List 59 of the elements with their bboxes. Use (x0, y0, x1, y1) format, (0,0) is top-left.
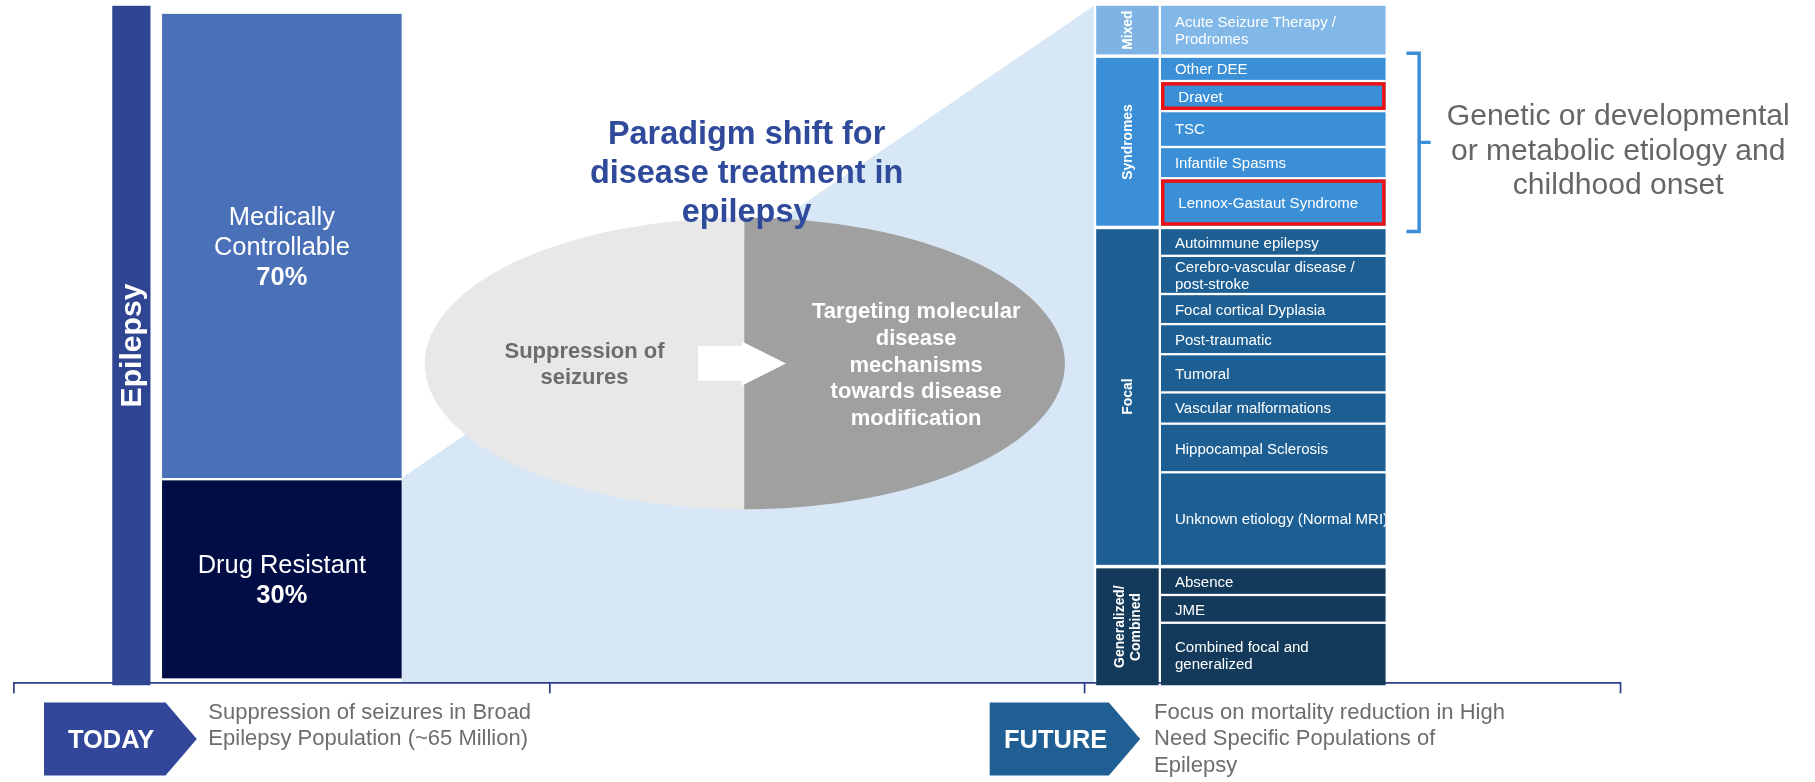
percentage: 70% (255, 261, 309, 292)
category-box (1096, 568, 1159, 686)
ellipse-text: Suppression of seizures (503, 337, 666, 391)
item-label: TSC (1174, 120, 1206, 138)
title: Paradigm shift for disease treatment in epilepsy (588, 113, 905, 232)
item-label: Autoimmune epilepsy (1174, 233, 1320, 251)
percentage: 30% (255, 579, 309, 610)
item-label: Dravet (1178, 87, 1224, 105)
item-label: JME (1174, 600, 1206, 618)
item-label: Hippocampal Sclerosis (1174, 439, 1329, 457)
ellipse-text: Targeting molecular disease mechanisms towards disease modification (810, 297, 1022, 430)
category-item (1161, 623, 1386, 686)
item-label: Tumoral (1174, 364, 1231, 382)
category-label: Syndromes (1119, 103, 1136, 180)
category-item (1161, 473, 1386, 565)
item-label: Focal cortical Dyplasia (1174, 300, 1327, 318)
item-label: Acute Seizure Therapy / Prodromes (1174, 12, 1338, 48)
category-box (1096, 57, 1159, 226)
item-label: Lennox-Gastaut Syndrome (1178, 193, 1360, 212)
category-item (1161, 57, 1386, 80)
category-item (1161, 148, 1386, 178)
segment-label: Medically Controllable (212, 200, 351, 261)
item-label: Absence (1174, 572, 1235, 590)
bar-segment (162, 480, 402, 679)
item-label: Unknown etiology (Normal MRI) (1174, 510, 1390, 528)
arrow (698, 341, 786, 386)
category-item (1161, 568, 1386, 594)
category-item (1161, 5, 1386, 55)
bar-segment (162, 13, 402, 479)
category-item (1161, 112, 1386, 146)
item-label: Vascular malformations (1174, 399, 1332, 417)
item-label: Infantile Spasms (1174, 153, 1288, 172)
item-label: Other DEE (1174, 60, 1249, 78)
category-item (1161, 596, 1386, 622)
category-item (1161, 82, 1386, 110)
category-item (1161, 256, 1386, 293)
category-label: Mixed (1119, 10, 1136, 50)
category-box (1096, 5, 1159, 55)
tag-label: TODAY (67, 724, 155, 755)
vertical-label: Epilepsy (113, 283, 150, 408)
description-text: Focus on mortality reduction in High Need Specific Populations of Epilepsy (1154, 698, 1506, 778)
category-label: Focal (1119, 378, 1136, 416)
bar (112, 5, 151, 686)
item-label: Cerebro-vascular disease / post-stroke (1174, 257, 1356, 293)
category-item (1161, 229, 1386, 255)
category-item (1161, 424, 1386, 472)
description-text: Suppression of seizures in Broad Epilepsy Population (~65 Million) (208, 698, 533, 752)
segment-label: Drug Resistant (196, 549, 368, 580)
category-item (1161, 325, 1386, 354)
item-label: Combined focal and generalized (1174, 637, 1310, 672)
annotation-text: Genetic or developmental or metabolic etiology and childhood onset (1445, 97, 1791, 202)
category-item (1161, 355, 1386, 392)
category-label: Generalized/ Combined (1111, 584, 1144, 671)
item-label: Post-traumatic (1174, 330, 1273, 348)
category-item (1161, 295, 1386, 323)
category-box (1096, 229, 1159, 565)
tag-label: FUTURE (1004, 724, 1108, 755)
category-item (1161, 393, 1386, 423)
category-item (1161, 179, 1386, 226)
